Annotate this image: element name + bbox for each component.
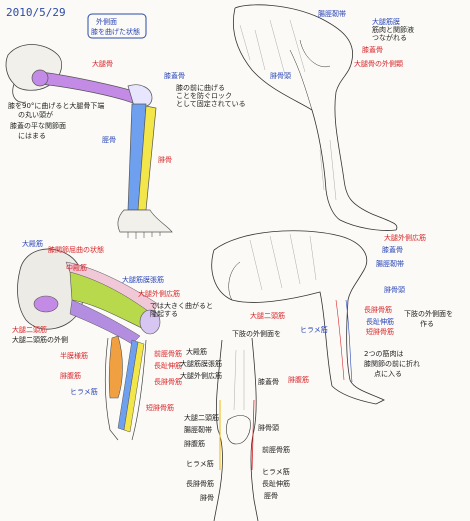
svg-text:の丸い頭が: の丸い頭が: [18, 110, 53, 119]
label-vastus-mid: 大腿外側広筋: [384, 233, 426, 242]
label-tibia: 脛骨: [102, 136, 116, 144]
label-fibula-head: 腓骨頭: [270, 71, 291, 80]
label-itband-top: 腸脛靭帯: [318, 9, 346, 18]
leg-sketch-top: [232, 4, 398, 231]
label-ext-dig: 長趾伸筋: [154, 361, 182, 370]
label-fibula-head-mid: 腓骨頭: [384, 285, 405, 294]
leg-sketch-mid: [211, 230, 385, 405]
title-box: 外側面 膝を曲げた状態: [87, 13, 147, 39]
label-itband-bottom: 腸脛靭帯: [184, 425, 212, 434]
label-tibia-bottom: 脛骨: [264, 492, 278, 500]
label-glut-max: 大殿筋: [22, 239, 43, 248]
label-itband-mid: 腸脛靭帯: [376, 259, 404, 268]
tr-note: 筋肉と関節液 つながれる: [372, 25, 414, 42]
svg-text:つながれる: つながれる: [372, 33, 407, 42]
label-patella-mid: 膝蓋骨: [382, 245, 403, 254]
label-peroneus-l: 長腓骨筋: [154, 377, 182, 386]
leg-sketch-bottom: [213, 337, 259, 521]
label-fascia: 大腿筋膜: [372, 17, 400, 26]
label-fibula-bottom2: 腓骨: [200, 493, 214, 502]
label-gastroc-bottom: 腓腹筋: [184, 439, 205, 448]
muscle-diagram: [17, 248, 161, 441]
svg-text:ことを防ぐロック: ことを防ぐロック: [176, 91, 232, 100]
date-label: 2010/5/29: [6, 6, 66, 19]
label-biceps-mid: 大腿二頭筋: [250, 311, 285, 320]
label-soleus: ヒラメ筋: [70, 387, 98, 396]
label-biceps-bottom: 大腿二頭筋: [184, 413, 219, 422]
svg-text:膝の前に曲げる: 膝の前に曲げる: [176, 83, 225, 92]
svg-text:2つの筋肉は: 2つの筋肉は: [364, 349, 403, 358]
svg-text:大腿筋膜張筋: 大腿筋膜張筋: [122, 275, 164, 284]
label-gastroc-mid: 腓腹筋: [288, 375, 309, 384]
svg-text:膝を90°に曲げると大腿骨下端: 膝を90°に曲げると大腿骨下端: [8, 101, 104, 110]
svg-text:下肢の外側面を: 下肢の外側面を: [404, 309, 453, 318]
svg-text:膝関節の前に折れ: 膝関節の前に折れ: [364, 359, 420, 368]
bone-diagram: [5, 44, 173, 239]
label-peroneus-b: 短腓骨筋: [146, 403, 174, 412]
label-bottom-head1: 下肢の外側面を: [232, 329, 281, 338]
label-soleus-mid: ヒラメ筋: [300, 325, 328, 334]
svg-text:では大きく曲がると: では大きく曲がると: [150, 301, 213, 310]
svg-text:膝蓋の平な関節面: 膝蓋の平な関節面: [10, 121, 66, 130]
svg-text:として固定されている: として固定されている: [176, 99, 246, 108]
side-note: 下肢の外側面を 作る: [404, 309, 453, 328]
tl-note: 膝を90°に曲げると大腿骨下端 の丸い頭が 膝蓋の平な関節面 にはまる: [8, 101, 104, 140]
label-semimem: 半膜様筋: [60, 351, 88, 360]
label-tibant-bottom: 前脛骨筋: [262, 445, 290, 454]
label-lat-condyle: 大腿骨の外側顆: [354, 59, 403, 68]
label-peroneus-b-mid: 短腓骨筋: [366, 327, 394, 336]
svg-text:にはまる: にはまる: [18, 132, 46, 140]
label-ext-bottom: 長趾伸筋: [262, 479, 290, 488]
label-patella-bottom: 膝蓋骨: [258, 377, 279, 386]
label-tib-ant: 前脛骨筋: [154, 349, 182, 358]
label-fibula: 腓骨: [158, 155, 172, 164]
label-patella: 膝蓋骨: [164, 71, 185, 80]
svg-text:作る: 作る: [420, 319, 434, 328]
title-line2: 膝を曲げた状態: [91, 27, 140, 36]
title-line1: 外側面: [96, 17, 117, 26]
label-gastroc: 腓腹筋: [60, 371, 81, 380]
label-patella-tr: 膝蓋骨: [362, 45, 383, 54]
label-peroneus-mid: 長腓骨筋: [364, 305, 392, 314]
svg-text:中殿筋: 中殿筋: [66, 263, 87, 272]
svg-text:筋肉と関節液: 筋肉と関節液: [372, 25, 414, 34]
label-vastus-bottom: 大腿外側広筋: [180, 371, 222, 380]
label-soleus-bottom2: ヒラメ筋: [262, 467, 290, 476]
label-soleus-bottom: ヒラメ筋: [186, 459, 214, 468]
label-femur: 大腿骨: [92, 59, 113, 68]
ml-note: 膝関節屈曲の状態 中殿筋 大腿筋膜張筋 大腿外側広筋 では大きく曲がると 隆起す…: [48, 245, 213, 318]
label-tfl-bottom: 大腿筋膜張筋: [180, 359, 222, 368]
lower-note: 2つの筋肉は 膝関節の前に折れ 点に入る: [364, 349, 420, 378]
label-biceps-fem: 大腿二頭筋: [12, 325, 47, 334]
label-fibula-bottom: 腓骨頭: [258, 423, 279, 432]
label-ext-mid: 長趾伸筋: [366, 317, 394, 326]
patella-note: 膝の前に曲げる ことを防ぐロック として固定されている: [176, 83, 246, 108]
note-ml2: 大腿二頭筋の外側: [12, 335, 68, 344]
svg-text:隆起する: 隆起する: [150, 309, 178, 318]
label-glut-bottom: 大殿筋: [186, 347, 207, 356]
svg-text:膝関節屈曲の状態: 膝関節屈曲の状態: [48, 245, 104, 254]
svg-text:点に入る: 点に入る: [374, 370, 402, 378]
label-peroneus-bottom: 長腓骨筋: [186, 479, 214, 488]
svg-text:大腿外側広筋: 大腿外側広筋: [138, 289, 180, 298]
